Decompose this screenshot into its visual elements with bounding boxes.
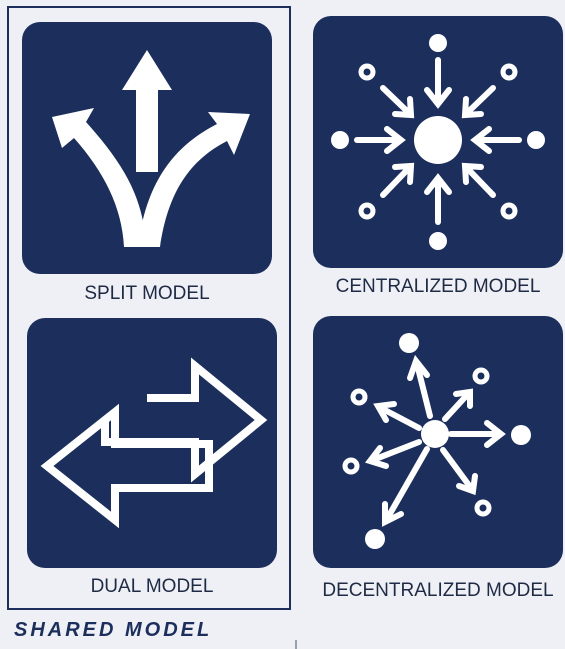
centralized-model-caption: CENTRALIZED MODEL xyxy=(335,276,541,297)
dual-model-tile xyxy=(27,318,277,568)
shared-model-label: SHARED MODEL xyxy=(14,619,213,641)
decentralized-model-caption: DECENTRALIZED MODEL xyxy=(322,580,554,601)
dual-model-caption: DUAL MODEL xyxy=(90,576,214,597)
decentralized-model-tile xyxy=(313,316,563,568)
shared-model-group-frame xyxy=(7,6,291,610)
divider-tick xyxy=(295,640,297,649)
dual-arrows-icon xyxy=(40,357,268,529)
decentralized-network-icon xyxy=(342,333,531,549)
split-model-tile xyxy=(22,22,272,274)
centralized-model-tile xyxy=(313,16,563,268)
split-model-caption: SPLIT MODEL xyxy=(84,283,210,304)
centralized-network-icon xyxy=(331,34,545,250)
split-arrows-icon xyxy=(52,50,250,247)
